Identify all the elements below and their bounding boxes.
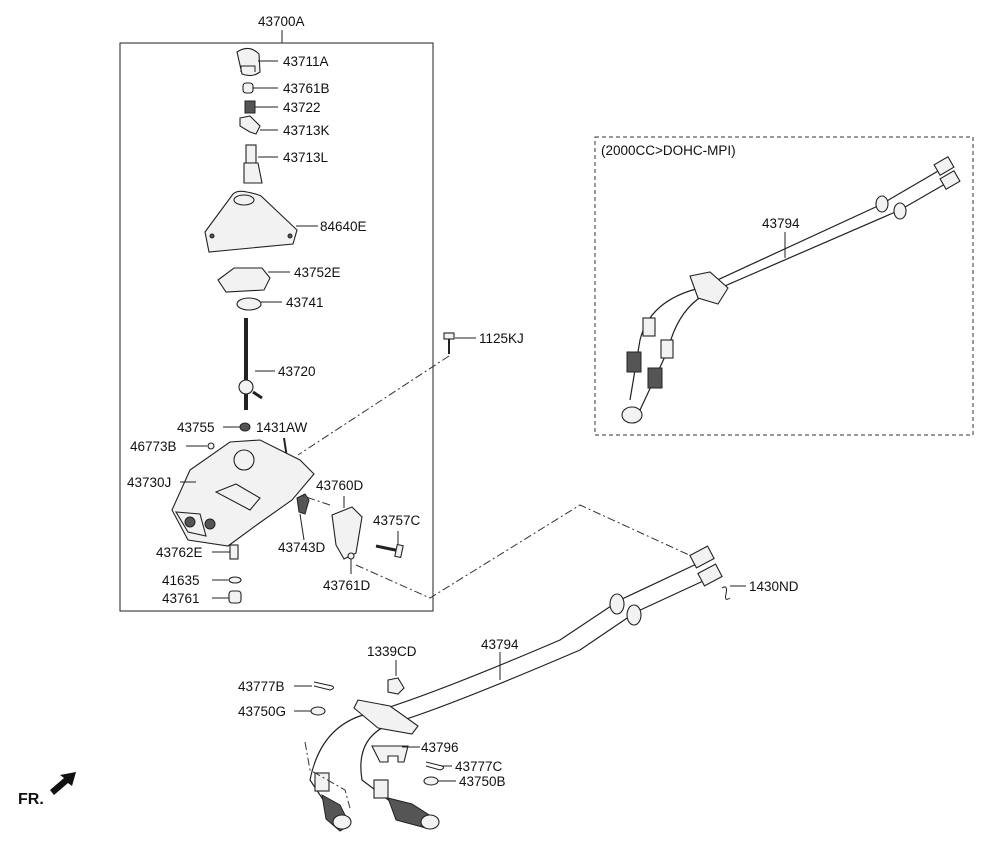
label-43750g: 43750G: [238, 704, 286, 719]
label-43757c: 43757C: [373, 513, 421, 528]
ring-part: [236, 297, 262, 311]
label-1430nd: 1430ND: [749, 579, 799, 594]
label-1339cd: 1339CD: [367, 644, 417, 659]
variant-label: (2000CC>DOHC-MPI): [601, 143, 736, 158]
spring-part: [244, 100, 256, 114]
pin-c-part: [425, 761, 445, 771]
label-43730j: 43730J: [127, 475, 171, 490]
label-43713k: 43713K: [283, 123, 330, 138]
label-43794-top: 43794: [762, 216, 800, 231]
lever-part: [238, 318, 263, 410]
front-arrow-icon: [50, 772, 76, 795]
main-cable-part: [309, 545, 723, 832]
label-43720: 43720: [278, 364, 316, 379]
label-46773b: 46773B: [130, 439, 177, 454]
label-43760d: 43760D: [316, 478, 364, 493]
bush-d-part: [347, 552, 355, 560]
label-41635: 41635: [162, 573, 200, 588]
clip-796-part: [371, 745, 409, 763]
label-43713l: 43713L: [283, 150, 329, 165]
label-43743d: 43743D: [278, 540, 326, 555]
retainer-part: [217, 267, 271, 293]
label-43794-main: 43794: [481, 637, 519, 652]
bolt-kj-part: [443, 332, 455, 354]
lever-l-part: [243, 144, 263, 184]
pin-nd-part: [721, 586, 731, 600]
label-1431aw: 1431AW: [256, 420, 308, 435]
label-43777b: 43777B: [238, 679, 285, 694]
housing-part: [171, 439, 315, 547]
bush-61-part: [228, 590, 242, 604]
label-43777c: 43777C: [455, 759, 503, 774]
label-43750b: 43750B: [459, 774, 506, 789]
label-84640e: 84640E: [320, 219, 367, 234]
label-43711a: 43711A: [283, 54, 329, 69]
label-43741: 43741: [286, 295, 324, 310]
label-43761b: 43761B: [283, 81, 330, 96]
label-43752e: 43752E: [294, 265, 341, 280]
variant-cable-part: [621, 156, 961, 424]
variant-box: [594, 136, 974, 436]
washer-g-part: [310, 706, 326, 716]
label-43761d: 43761D: [323, 578, 371, 593]
pin-b-part: [313, 681, 335, 691]
label-43762e: 43762E: [156, 545, 203, 560]
label-43722: 43722: [283, 100, 321, 115]
label-43700a: 43700A: [258, 14, 305, 29]
lever-k-part: [239, 115, 261, 135]
bolt-c-part: [375, 543, 404, 559]
bracket-part: [331, 506, 363, 560]
bush-55-part: [239, 422, 251, 432]
clip-cd-part: [387, 677, 405, 695]
sleeve-part: [229, 544, 239, 560]
front-label: FR.: [18, 791, 44, 808]
washer-b-part: [423, 776, 439, 786]
label-1125kj: 1125KJ: [479, 331, 524, 346]
seat-part: [296, 493, 310, 515]
assembly-box: [119, 42, 434, 612]
boot-part: [204, 190, 298, 253]
label-43761: 43761: [162, 591, 200, 606]
label-43755: 43755: [177, 420, 215, 435]
bush-part: [242, 82, 254, 94]
shift-knob-part: [236, 47, 261, 77]
clip-b-part: [207, 442, 215, 450]
label-43796: 43796: [421, 740, 459, 755]
washer-part: [228, 576, 242, 584]
